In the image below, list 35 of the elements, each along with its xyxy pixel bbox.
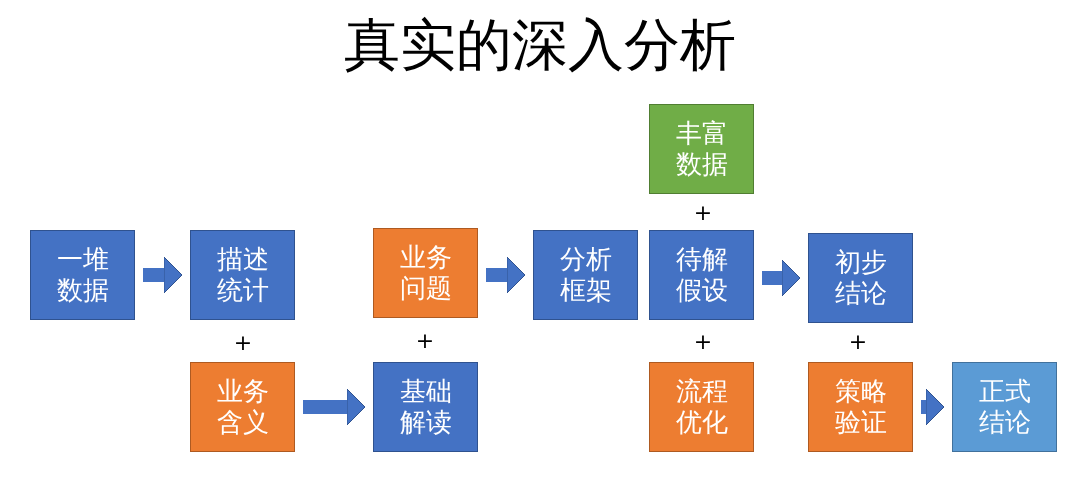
- process-box: [373, 362, 478, 452]
- process-box: [649, 104, 754, 194]
- box-label: 丰富数据: [674, 117, 729, 181]
- process-box: [373, 228, 478, 318]
- box-label: 业务问题: [398, 241, 453, 305]
- plus-sign: +: [415, 330, 435, 352]
- box-label: 策略验证: [833, 375, 888, 439]
- box-label: 分析框架: [558, 243, 613, 307]
- box-label: 流程优化: [674, 375, 729, 439]
- box-label: 业务含义: [215, 375, 270, 439]
- block-arrow: [921, 388, 945, 426]
- process-box: [952, 362, 1057, 452]
- title: 真实的深入分析: [343, 11, 737, 79]
- process-box: [649, 362, 754, 452]
- block-arrow: [303, 388, 366, 426]
- process-box: [533, 230, 638, 320]
- box-label: 初步结论: [833, 246, 888, 310]
- box-label: 待解假设: [674, 243, 729, 307]
- block-arrow: [762, 259, 801, 297]
- box-label: 正式结论: [977, 375, 1032, 439]
- process-box: [30, 230, 135, 320]
- process-box: [649, 230, 754, 320]
- box-label: 描述统计: [215, 243, 270, 307]
- process-box: [808, 233, 913, 323]
- plus-sign: +: [848, 331, 868, 353]
- box-label: 一堆数据: [55, 243, 110, 307]
- process-box: [190, 362, 295, 452]
- process-box: [808, 362, 913, 452]
- plus-sign: +: [693, 331, 713, 353]
- box-label: 基础解读: [398, 375, 453, 439]
- plus-sign: +: [233, 332, 253, 354]
- process-box: [190, 230, 295, 320]
- block-arrow: [486, 256, 526, 294]
- plus-sign: +: [693, 202, 713, 224]
- block-arrow: [143, 256, 183, 294]
